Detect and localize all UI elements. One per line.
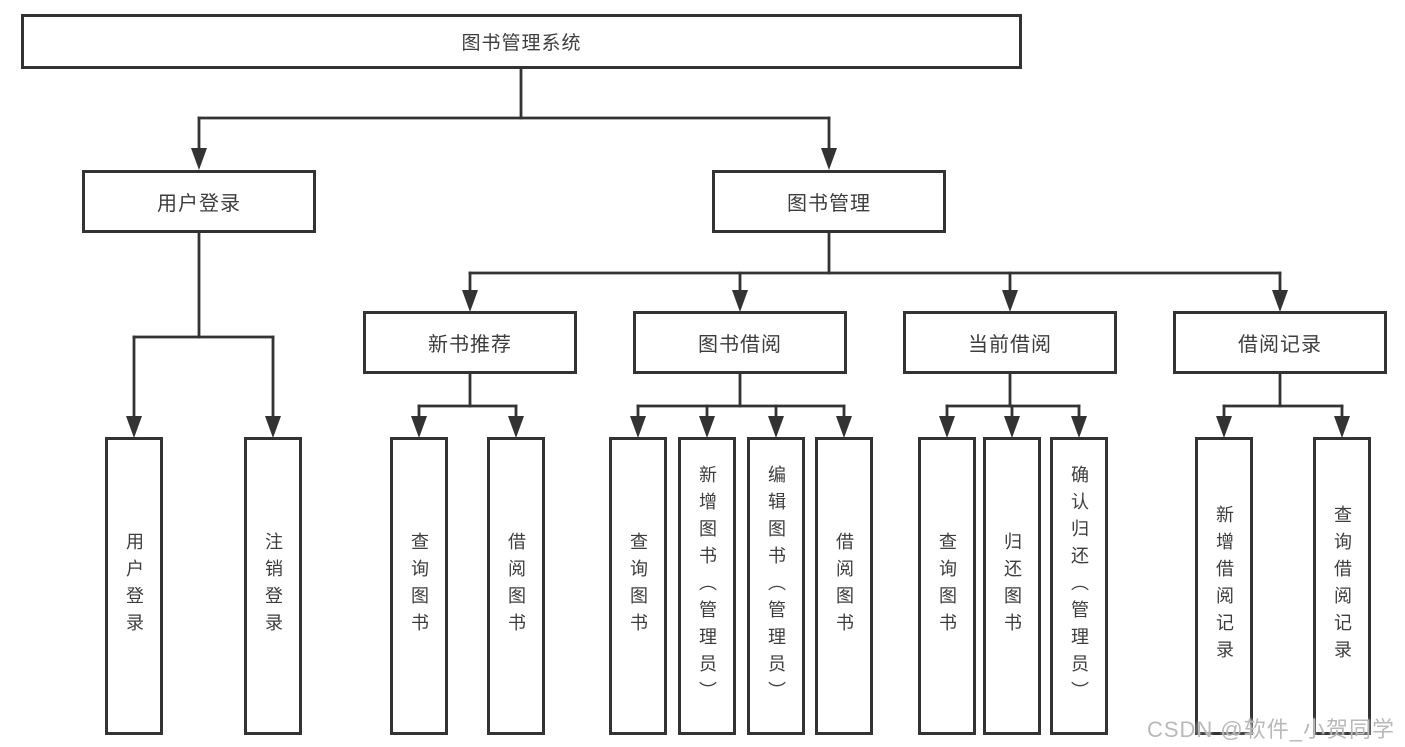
csdn-watermark: CSDN @软件_小贺同学 [1146,717,1395,742]
leaf-confirm-return-admin: 确认归还（管理员） [1050,437,1108,735]
node-new-book-recommend: 新书推荐 [363,311,577,374]
node-book-management: 图书管理 [712,170,946,233]
leaf-return-books-label: 归还图书 [1002,532,1022,640]
node-borrow-records-label: 借阅记录 [1238,334,1322,356]
leaf-query-books-borrow-label: 查询图书 [628,532,648,640]
node-book-borrow-label: 图书借阅 [698,334,782,356]
leaf-query-books-current-label: 查询图书 [937,532,957,640]
node-book-borrow: 图书借阅 [633,311,847,374]
node-root: 图书管理系统 [21,14,1022,69]
leaf-borrow-books-label: 借阅图书 [834,532,854,640]
connector-book-borrow-branch [630,372,852,438]
connector-book-management-to-level2 [462,231,1288,312]
leaf-query-books-current: 查询图书 [918,437,976,735]
connector-root-to-level1 [191,67,837,170]
node-book-management-label: 图书管理 [787,193,871,215]
connector-current-borrow-branch [939,372,1087,438]
leaf-user-login-label: 用户登录 [124,532,144,640]
connector-borrow-record-branch [1216,372,1350,438]
leaf-query-borrow-record: 查询借阅记录 [1313,437,1371,735]
node-current-borrow: 当前借阅 [903,311,1117,374]
leaf-edit-books-admin: 编辑图书（管理员） [747,437,805,735]
leaf-add-borrow-record-label: 新增借阅记录 [1214,505,1234,667]
node-borrow-records: 借阅记录 [1173,311,1387,374]
leaf-confirm-return-admin-label: 确认归还（管理员） [1069,464,1089,708]
connector-user-login-branch [126,231,281,438]
node-root-label: 图书管理系统 [461,33,582,54]
leaf-query-books-recommend: 查询图书 [390,437,448,735]
leaf-borrow-books: 借阅图书 [815,437,873,735]
leaf-logout-label: 注销登录 [263,532,283,640]
leaf-query-books-recommend-label: 查询图书 [409,532,429,640]
leaf-user-login: 用户登录 [105,437,163,735]
leaf-borrow-books-recommend: 借阅图书 [487,437,545,735]
leaf-edit-books-admin-label: 编辑图书（管理员） [766,464,786,708]
leaf-add-books-admin-label: 新增图书（管理员） [697,464,717,708]
node-user-login-label: 用户登录 [157,193,241,215]
node-current-borrow-label: 当前借阅 [968,334,1052,356]
node-user-login: 用户登录 [82,170,316,233]
leaf-borrow-books-recommend-label: 借阅图书 [506,532,526,640]
leaf-query-books-borrow: 查询图书 [609,437,667,735]
leaf-logout: 注销登录 [244,437,302,735]
leaf-add-borrow-record: 新增借阅记录 [1195,437,1253,735]
leaf-add-books-admin: 新增图书（管理员） [678,437,736,735]
connector-new-book-branch [411,372,524,438]
leaf-return-books: 归还图书 [983,437,1041,735]
leaf-query-borrow-record-label: 查询借阅记录 [1332,505,1352,667]
node-new-book-recommend-label: 新书推荐 [428,334,512,356]
